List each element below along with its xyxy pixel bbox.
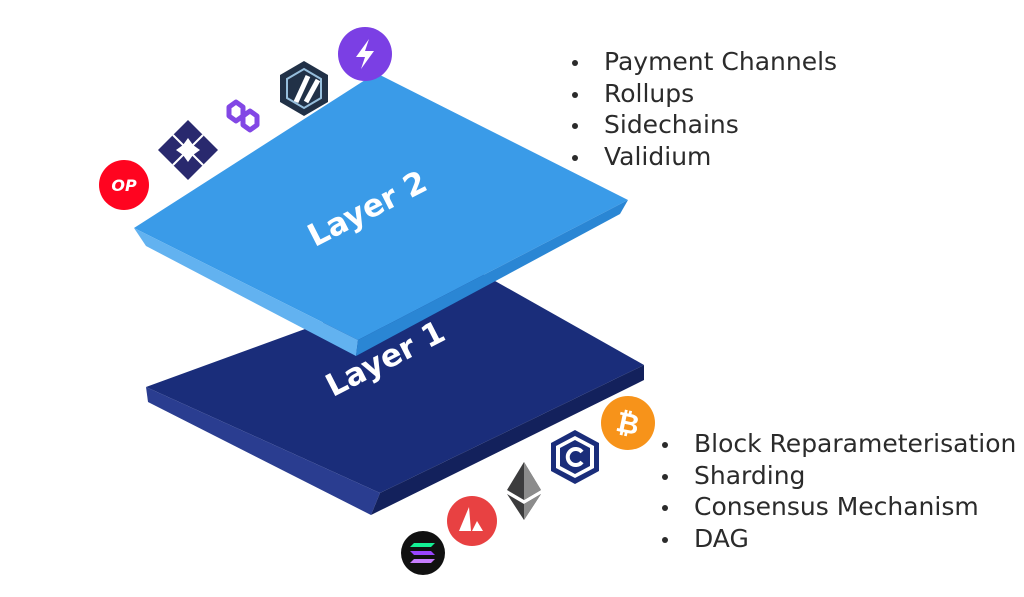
list-item: Validium (568, 141, 837, 173)
list-item: Rollups (568, 78, 837, 110)
layer1-left-edge (146, 387, 380, 515)
layer1-slab: Layer 1 (146, 268, 644, 515)
ethereum-icon (507, 462, 541, 520)
list-item: Payment Channels (568, 46, 837, 78)
layer1-feature-list: Block Reparameterisation Sharding Consen… (658, 428, 1016, 554)
bitcoin-icon: ₿ (601, 396, 655, 450)
optimism-icon: OP (99, 160, 149, 210)
avalanche-icon (447, 496, 497, 546)
layer2-left-edge (134, 228, 358, 356)
list-item: Sharding (658, 460, 1016, 492)
lightning-icon (338, 27, 392, 81)
list-item: Block Reparameterisation (658, 428, 1016, 460)
polygon-icon (226, 99, 260, 133)
list-item: Sidechains (568, 109, 837, 141)
layer2-top-face (134, 73, 628, 340)
arbitrum-icon (280, 61, 328, 116)
optimism-icon-text: OP (111, 176, 137, 195)
layer1-logos: ₿ (401, 396, 655, 575)
solana-icon (401, 531, 445, 575)
layer2-feature-list: Payment Channels Rollups Sidechains Vali… (568, 46, 837, 172)
layer2-logos: OP (99, 27, 392, 210)
layer1-right-edge (371, 365, 644, 515)
layer1-top-face (146, 268, 644, 493)
list-item: Consensus Mechanism (658, 491, 1016, 523)
layer2-slab: Layer 2 (134, 73, 628, 356)
list-item: DAG (658, 523, 1016, 555)
starknet-icon (158, 120, 218, 180)
layer2-right-edge (356, 200, 628, 356)
cronos-icon (551, 430, 599, 484)
